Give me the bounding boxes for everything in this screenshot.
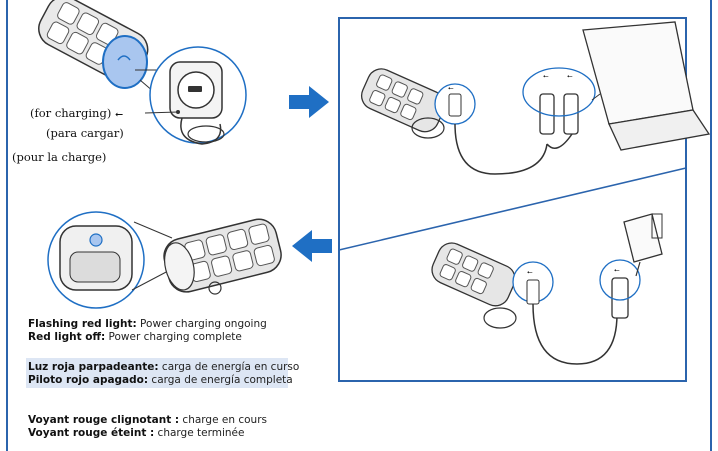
usb-icon: ⭠ xyxy=(114,109,123,120)
page-frame xyxy=(6,0,712,451)
caption-en-line-2: Red light off: Power charging complete xyxy=(28,331,242,343)
caption-fr-line-1: Voyant rouge clignotant : charge en cour… xyxy=(28,414,267,426)
svg-text:⭠: ⭠ xyxy=(614,266,620,274)
caption-es-line-1: Luz roja parpadeante: carga de energía e… xyxy=(28,361,300,373)
svg-text:⭠: ⭠ xyxy=(527,268,533,276)
label-charging-fr: (pour la charge) xyxy=(12,150,107,164)
label-charging-en: (for charging) ⭠ xyxy=(30,106,123,120)
speaker-top-left xyxy=(38,0,247,145)
caption-es-line-2: Piloto rojo apagado: carga de energía co… xyxy=(28,374,293,386)
svg-text:⭠: ⭠ xyxy=(448,84,454,92)
caption-fr: Voyant rouge clignotant : charge en cour… xyxy=(28,414,267,440)
label-charging-es: (para cargar) xyxy=(46,126,124,140)
svg-text:⭠: ⭠ xyxy=(567,72,573,80)
caption-en: Flashing red light: Power charging ongoi… xyxy=(28,318,267,344)
arrow-right-icon xyxy=(289,86,329,118)
laptop-charging-scene: ⭠ ⭠ ⭠ xyxy=(360,21,711,175)
caption-es: Luz roja parpadeante: carga de energía e… xyxy=(28,361,299,387)
caption-en-line-1: Flashing red light: Power charging ongoi… xyxy=(28,318,267,330)
caption-fr-line-2: Voyant rouge éteint : charge terminée xyxy=(28,427,245,439)
adapter-charging-scene: ⭠ ⭠ xyxy=(431,213,663,365)
arrow-left-icon xyxy=(292,230,332,262)
caption-es-highlight xyxy=(26,358,288,388)
svg-text:⭠: ⭠ xyxy=(543,72,549,80)
speaker-led-view xyxy=(47,211,282,309)
instructions-panel xyxy=(338,17,687,382)
